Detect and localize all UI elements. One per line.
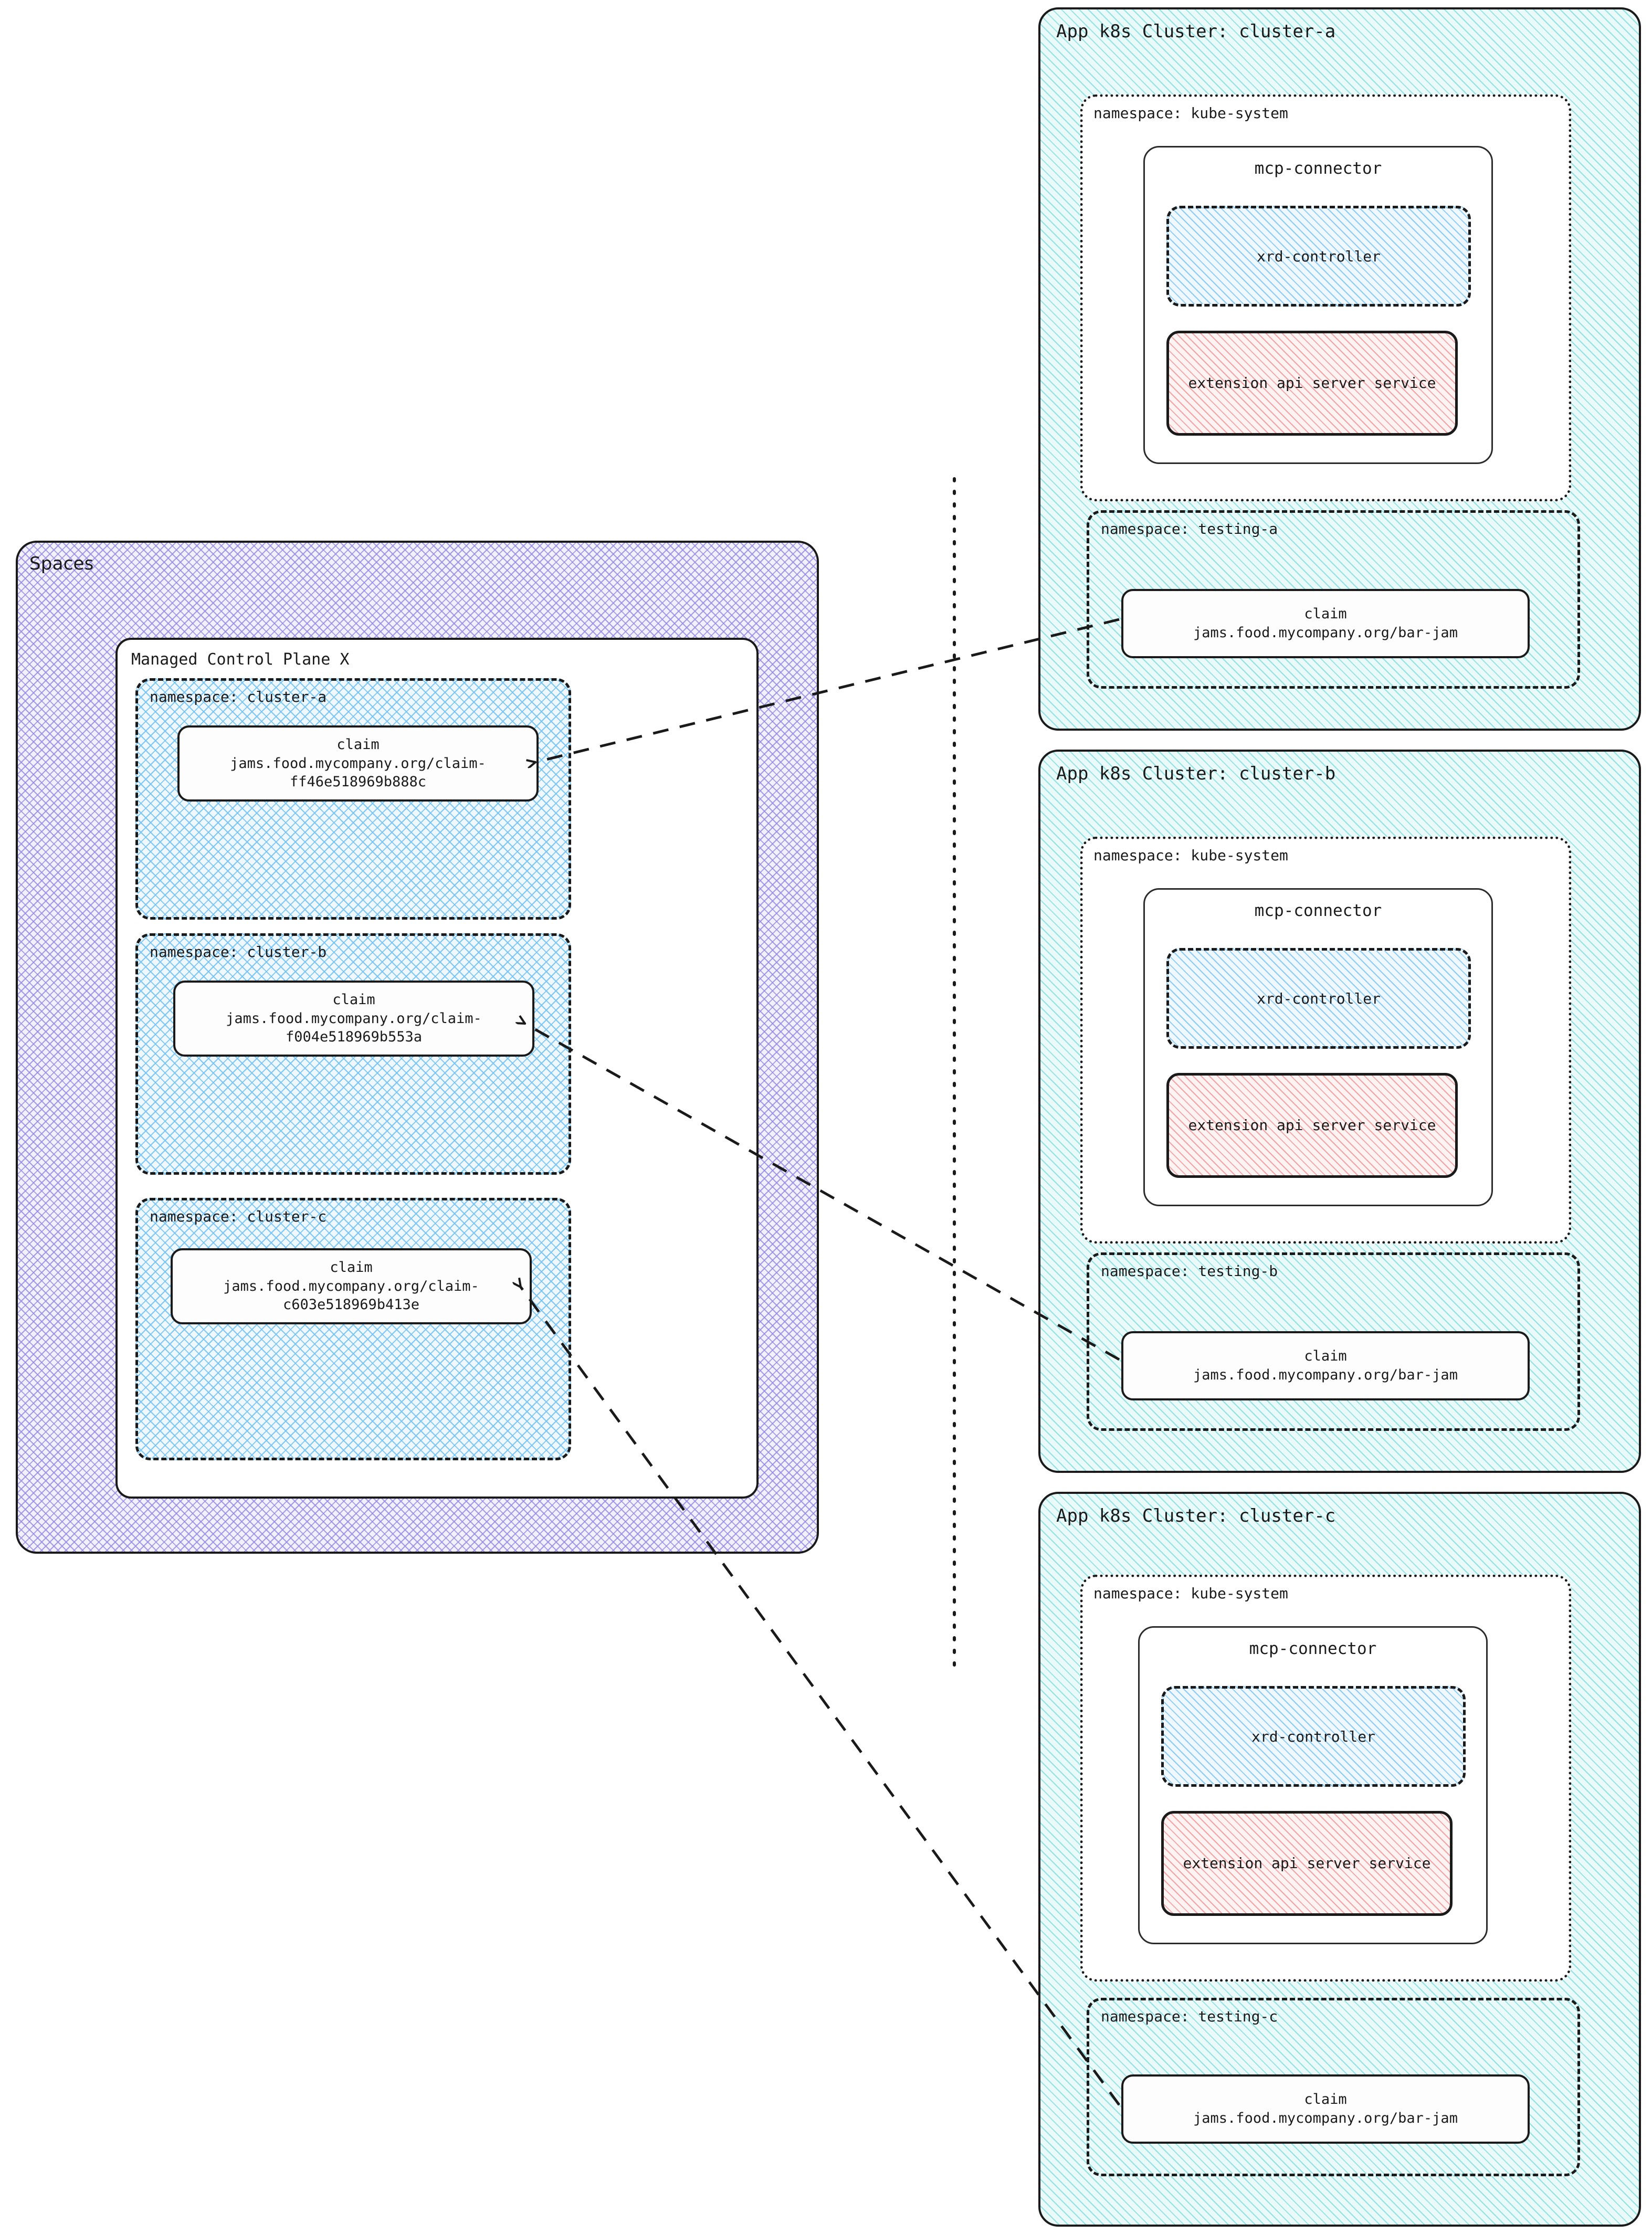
spaces-namespace-cluster-a-label: namespace: cluster-a — [150, 688, 327, 705]
cluster-c-ext-api-server-label: extension api server service — [1183, 1854, 1431, 1872]
managed-control-plane-label: Managed Control Plane X — [131, 650, 350, 669]
spaces-namespace-cluster-c-label: namespace: cluster-c — [150, 1208, 327, 1225]
cluster-b-kube-system-label: namespace: kube-system — [1093, 847, 1288, 864]
cluster-b-mcp-connector-label: mcp-connector — [1254, 901, 1382, 920]
claim-ref: jams.food.mycompany.org/claim-c603e51896… — [223, 1278, 479, 1313]
claim-ref: jams.food.mycompany.org/bar-jam — [1193, 2110, 1458, 2126]
spaces-claim-cluster-a[interactable]: claim jams.food.mycompany.org/claim-ff46… — [177, 725, 539, 802]
cluster-b-xrd-controller-label: xrd-controller — [1256, 989, 1381, 1007]
cluster-b-ext-api-server-label: extension api server service — [1188, 1116, 1436, 1134]
cluster-a-xrd-controller: xrd-controller — [1166, 206, 1471, 307]
cluster-b-ext-api-server: extension api server service — [1166, 1073, 1458, 1178]
cluster-a-ext-api-server: extension api server service — [1166, 331, 1458, 436]
claim-kind: claim — [332, 992, 375, 1008]
spaces-namespace-cluster-b-label: namespace: cluster-b — [150, 943, 327, 961]
cluster-a-ext-api-server-label: extension api server service — [1188, 374, 1436, 392]
cluster-a-label: App k8s Cluster: cluster-a — [1056, 21, 1336, 42]
spaces-claim-cluster-b[interactable]: claim jams.food.mycompany.org/claim-f004… — [173, 981, 534, 1057]
cluster-c-testing-label: namespace: testing-c — [1101, 2008, 1278, 2025]
cluster-c-mcp-connector-label: mcp-connector — [1249, 1639, 1377, 1658]
claim-ref: jams.food.mycompany.org/bar-jam — [1193, 625, 1458, 641]
cluster-a-testing-claim[interactable]: claim jams.food.mycompany.org/bar-jam — [1121, 589, 1530, 658]
cluster-c-label: App k8s Cluster: cluster-c — [1056, 1505, 1336, 1526]
claim-kind: claim — [1304, 1348, 1347, 1365]
claim-ref: jams.food.mycompany.org/claim-f004e51896… — [226, 1010, 482, 1046]
cluster-b-testing-claim[interactable]: claim jams.food.mycompany.org/bar-jam — [1121, 1331, 1530, 1400]
cluster-a-testing-label: namespace: testing-a — [1101, 520, 1278, 538]
cluster-c-ext-api-server: extension api server service — [1161, 1811, 1453, 1916]
claim-ref: jams.food.mycompany.org/claim-ff46e51896… — [230, 755, 486, 791]
spaces-claim-cluster-c[interactable]: claim jams.food.mycompany.org/claim-c603… — [171, 1248, 532, 1324]
cluster-a-xrd-controller-label: xrd-controller — [1256, 247, 1381, 265]
cluster-a-mcp-connector-label: mcp-connector — [1254, 159, 1382, 178]
cluster-c-testing-claim[interactable]: claim jams.food.mycompany.org/bar-jam — [1121, 2074, 1530, 2144]
claim-kind: claim — [1304, 606, 1347, 623]
claim-ref: jams.food.mycompany.org/bar-jam — [1193, 1367, 1458, 1383]
cluster-a-kube-system-label: namespace: kube-system — [1093, 104, 1288, 122]
claim-kind: claim — [1304, 2091, 1347, 2108]
cluster-c-xrd-controller-label: xrd-controller — [1251, 1727, 1375, 1745]
spaces-label: Spaces — [29, 553, 94, 574]
cluster-b-testing-label: namespace: testing-b — [1101, 1262, 1278, 1280]
cluster-c-kube-system-label: namespace: kube-system — [1093, 1585, 1288, 1602]
spaces-namespace-cluster-c: namespace: cluster-c — [135, 1198, 571, 1460]
cluster-b-label: App k8s Cluster: cluster-b — [1056, 763, 1336, 784]
cluster-b-xrd-controller: xrd-controller — [1166, 948, 1471, 1049]
claim-kind: claim — [330, 1259, 373, 1276]
claim-kind: claim — [336, 736, 380, 753]
cluster-c-xrd-controller: xrd-controller — [1161, 1686, 1466, 1787]
